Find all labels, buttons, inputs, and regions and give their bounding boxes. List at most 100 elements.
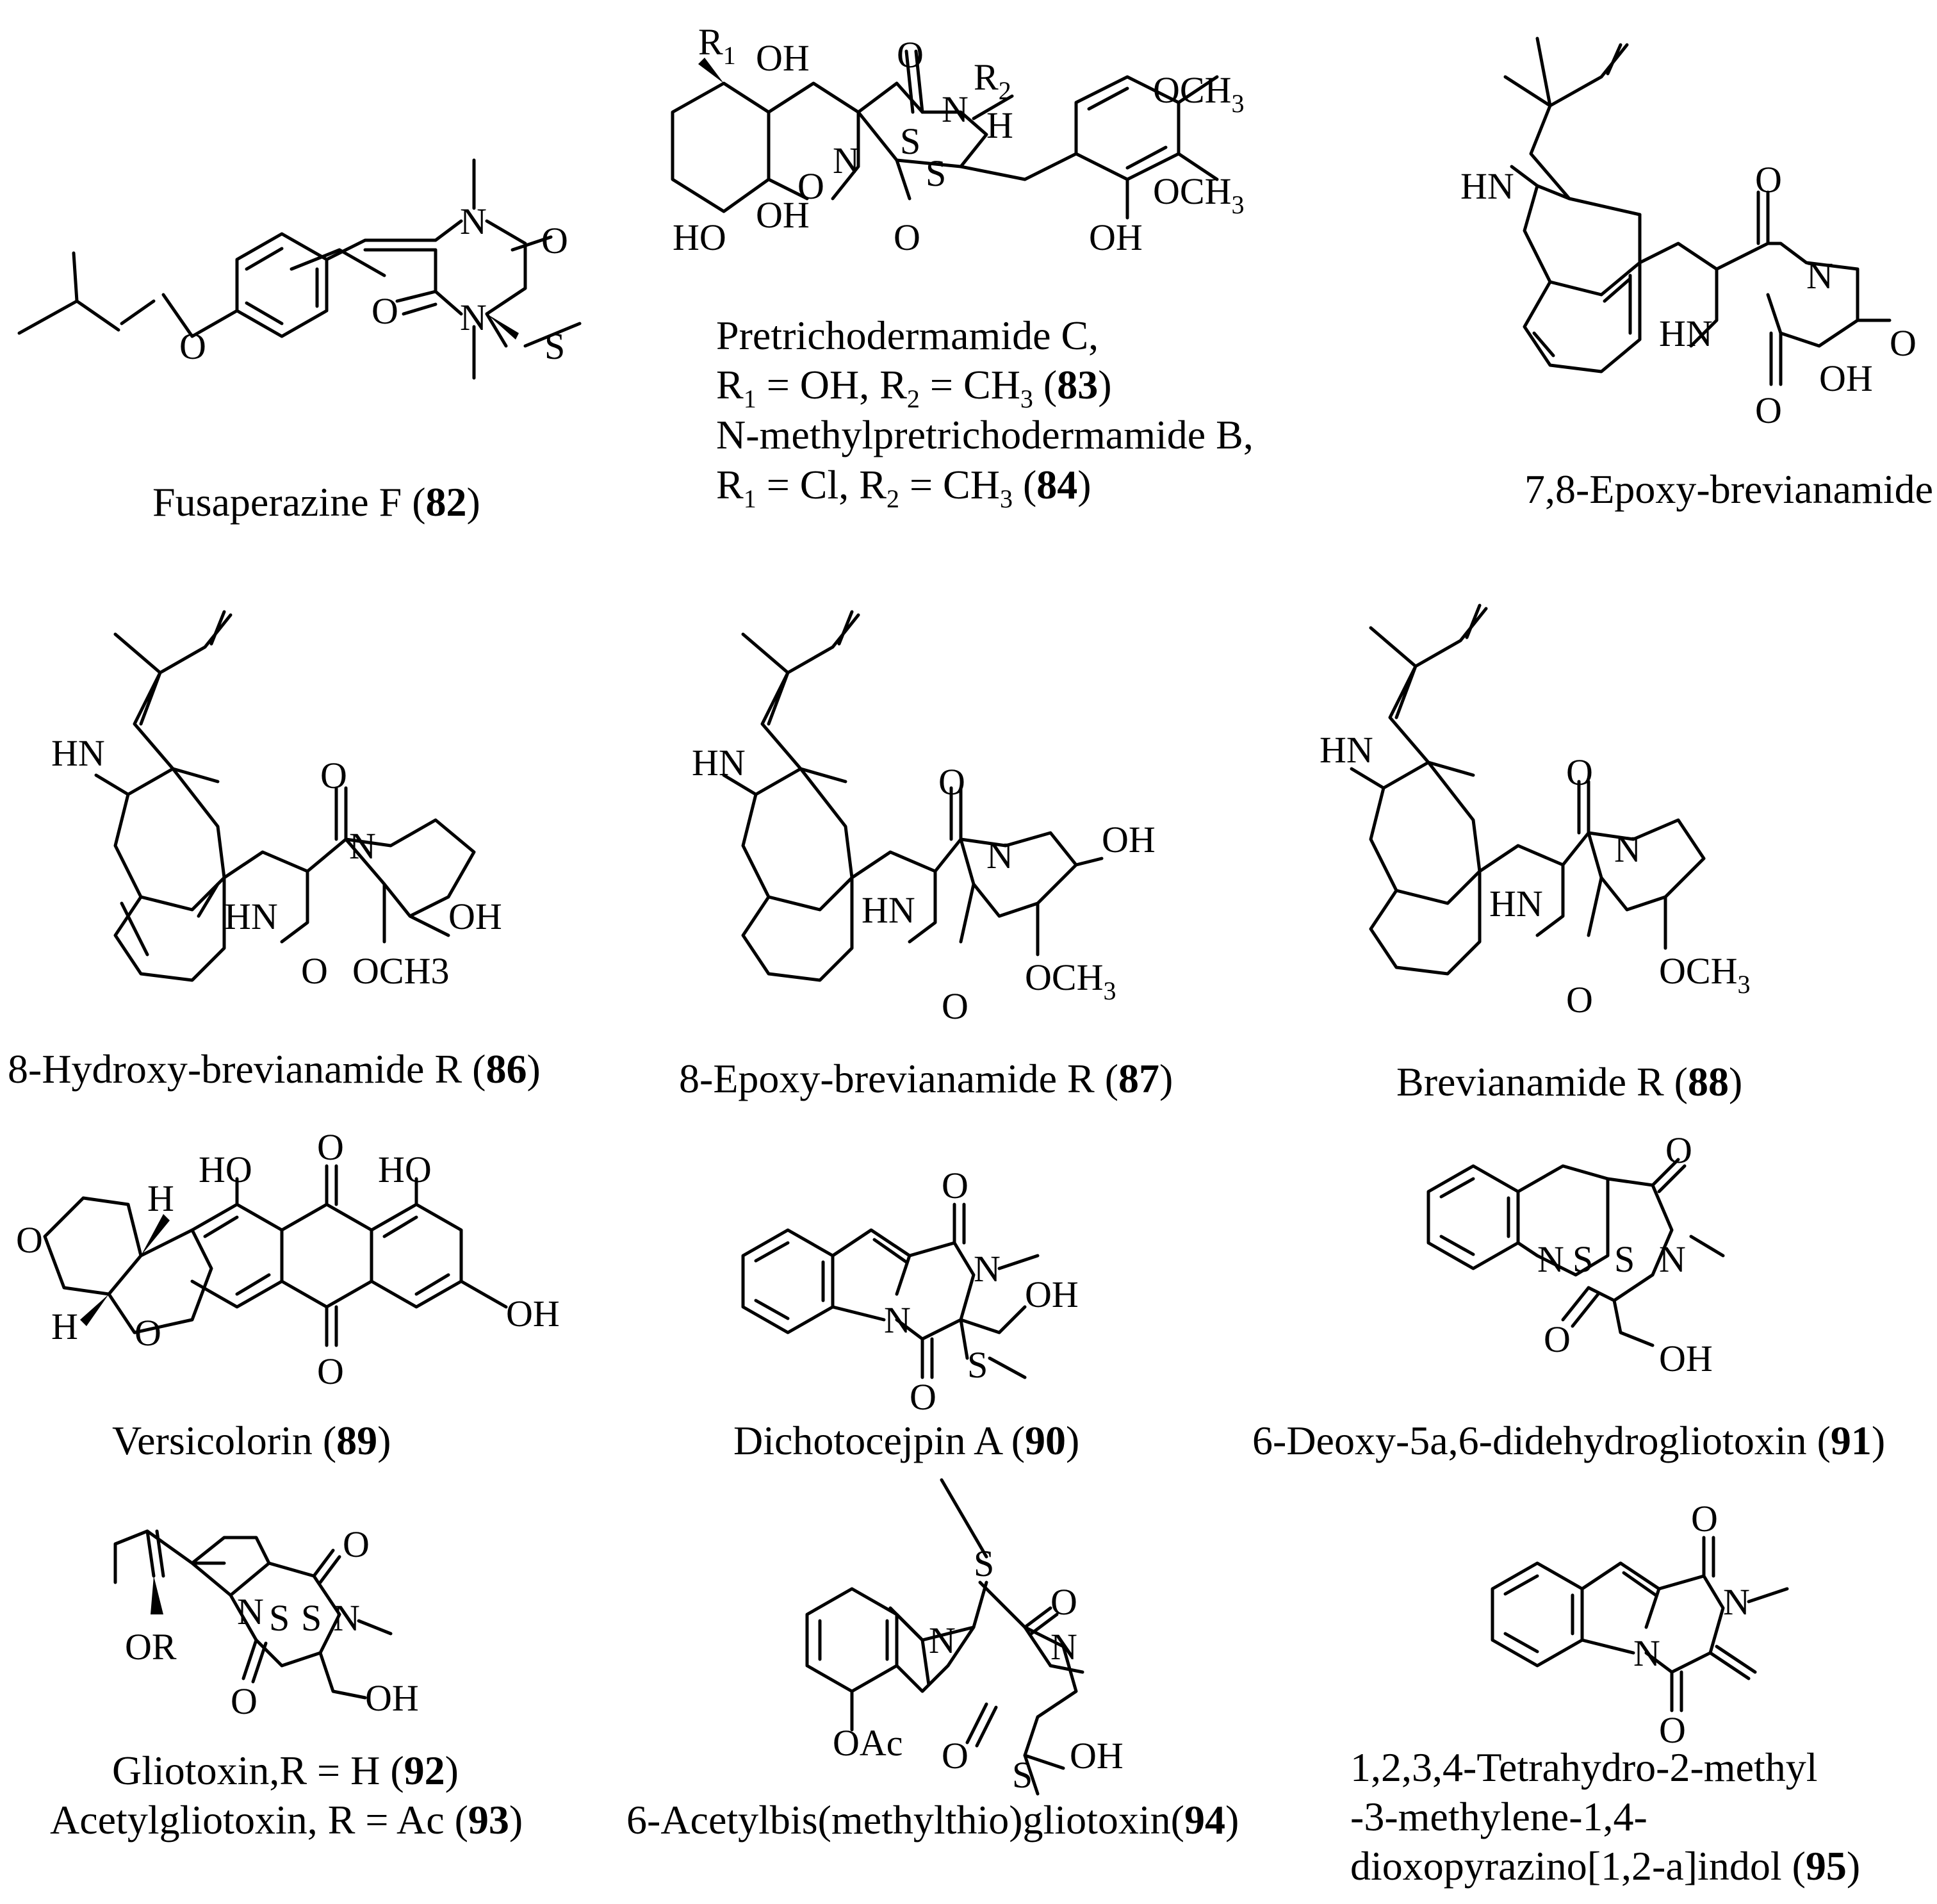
atom-N: N: [986, 835, 1013, 876]
atom-S: S: [1573, 1238, 1593, 1280]
atom-O: O: [343, 1523, 370, 1565]
caption-84-line3: N-methylpretrichodermamide B,: [716, 412, 1254, 457]
caption-88: Brevianamide R (88): [1396, 1059, 1742, 1104]
atom-N: N: [1723, 1581, 1750, 1623]
atom-O: O: [1544, 1318, 1571, 1360]
atom-O: O: [317, 1350, 344, 1392]
caption-93: Acetylgliotoxin, R = Ac (93): [50, 1797, 523, 1842]
atom-OH: OH: [1819, 357, 1873, 399]
caption-84-line4: R1 = Cl, R2 = CH3 (84): [716, 462, 1091, 513]
atom-HO: HO: [673, 217, 726, 258]
atom-HN: HN: [862, 889, 915, 931]
caption-90: Dichotocejpin A (90): [733, 1418, 1079, 1463]
atom-S: S: [269, 1597, 290, 1639]
caption-95-line2: -3-methylene-1,4-: [1350, 1794, 1647, 1839]
atom-O: O: [894, 217, 920, 258]
atom-S: S: [544, 325, 565, 367]
atom-O: O: [317, 1126, 344, 1168]
atom-O: O: [1566, 751, 1593, 793]
structure-89: O O H H HO O HO O OH Versicolorin (89): [16, 1126, 560, 1463]
caption-95-line3: dioxopyrazino[1,2-a]indol (95): [1350, 1843, 1860, 1889]
atom-O: O: [1659, 1709, 1686, 1751]
atom-O: O: [1691, 1498, 1718, 1539]
atom-HO: HO: [378, 1149, 432, 1190]
atom-HN: HN: [1489, 883, 1543, 924]
atom-N: N: [1614, 828, 1641, 870]
atom-O: O: [135, 1312, 161, 1354]
atom-OCH3: OCH3: [1153, 69, 1244, 118]
atom-OH: OH: [1659, 1338, 1713, 1379]
structure-87: HN O N HN O OCH3 OH 8-Epoxy-brevianamide…: [679, 610, 1173, 1101]
atom-N: N: [349, 825, 376, 867]
atom-O: O: [179, 325, 206, 367]
atom-HO: HO: [199, 1149, 252, 1190]
atom-H: H: [986, 104, 1013, 146]
atom-H: H: [147, 1178, 174, 1219]
atom-HN: HN: [1460, 165, 1514, 207]
structure-95: O N N O 1,2,3,4-Tetrahydro-2-methyl -3-m…: [1350, 1498, 1860, 1889]
atom-OH: OH: [756, 194, 810, 236]
atom-R: R1: [698, 21, 736, 70]
atom-S: S: [967, 1344, 988, 1386]
atom-N: N: [884, 1299, 911, 1341]
atom-OAc: OAc: [833, 1722, 903, 1764]
atom-OCH3: OCH3: [1153, 170, 1244, 219]
atom-O: O: [1890, 322, 1917, 364]
atom-HN: HN: [51, 732, 105, 774]
atom-O: O: [1050, 1581, 1077, 1623]
atom-OH: OH: [1089, 217, 1143, 258]
atom-O: O: [541, 220, 568, 261]
structure-86: HN O N HN O OCH3 OH 8-Hydroxy-brevianami…: [8, 610, 541, 1092]
atom-S: S: [974, 1543, 994, 1584]
atom-O: O: [1755, 159, 1782, 201]
atom-N: N: [460, 297, 487, 338]
atom-S: S: [301, 1597, 322, 1639]
atom-N: N: [942, 88, 968, 130]
atom-O: O: [1755, 390, 1782, 431]
atom-N: N: [460, 201, 487, 242]
atom-OCH3: OCH3: [352, 950, 449, 992]
caption-89: Versicolorin (89): [112, 1418, 391, 1463]
structure-88: HN O N HN O OCH3 Brevianamide R (88): [1320, 603, 1750, 1104]
caption-87: 8-Epoxy-brevianamide R (87): [679, 1056, 1173, 1101]
atom-S: S: [926, 152, 946, 194]
atom-O: O: [372, 290, 398, 332]
caption-95-line1: 1,2,3,4-Tetrahydro-2-methyl: [1350, 1744, 1818, 1790]
atom-O: O: [897, 34, 924, 76]
caption-83-line1: Pretrichodermamide C,: [716, 313, 1099, 358]
atom-O: O: [1665, 1129, 1692, 1171]
atom-O: O: [1566, 979, 1593, 1021]
atom-OCH3: OCH3: [1025, 956, 1116, 1005]
atom-O: O: [301, 950, 328, 992]
atom-HN: HN: [224, 896, 278, 937]
atom-S: S: [1614, 1238, 1635, 1280]
structure-92-93: O N S S N O OH OR Gliotoxin,R = H (92) A…: [50, 1523, 523, 1842]
atom-HN: HN: [692, 742, 746, 784]
atom-O: O: [910, 1376, 936, 1418]
atom-N: N: [974, 1248, 1001, 1290]
atom-N: N: [1806, 255, 1833, 297]
atom-N: N: [1659, 1238, 1686, 1280]
structure-90: O N N O OH S Dichotocejpin A (90): [733, 1165, 1079, 1463]
atom-N: N: [333, 1597, 360, 1639]
structure-83-84: R1 OH O N R2 H S S N O O HO OH OCH3 OCH3…: [671, 21, 1254, 513]
caption-85: 7,8-Epoxy-brevianamide Q (85): [1524, 466, 1937, 512]
caption-83-line2: R1 = OH, R2 = CH3 (83): [716, 362, 1112, 413]
structure-94: S O N N O S OH OAc 6-Acetylbis(methylthi…: [626, 1478, 1239, 1842]
atom-O: O: [320, 755, 347, 796]
atom-N: N: [929, 1620, 956, 1661]
atom-OH: OH: [756, 37, 810, 79]
atom-N: N: [1050, 1626, 1077, 1668]
atom-OCH3: OCH3: [1659, 950, 1750, 999]
atom-OH: OH: [1102, 819, 1156, 860]
atom-N: N: [1633, 1632, 1660, 1674]
caption-86: 8-Hydroxy-brevianamide R (86): [8, 1046, 541, 1092]
atom-O: O: [938, 761, 965, 803]
caption-82: Fusaperazine F (82): [152, 479, 480, 525]
atom-S: S: [1012, 1754, 1033, 1796]
atom-OR: OR: [125, 1626, 177, 1668]
atom-OH: OH: [365, 1677, 419, 1719]
atom-N: N: [833, 140, 860, 181]
atom-HN: HN: [1320, 729, 1373, 771]
atom-HN: HN: [1659, 313, 1713, 354]
